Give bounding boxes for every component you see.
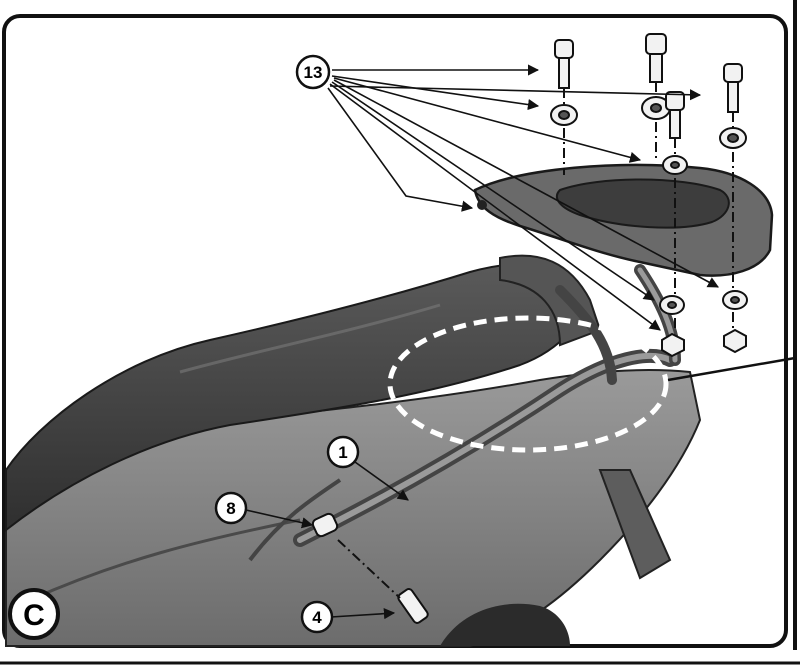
callout-1-circle [326, 435, 360, 469]
callout-13-circle [295, 54, 331, 90]
callout-13-label: 13 [304, 63, 323, 82]
detail-leader-line [667, 356, 796, 382]
callout-13: 13 [295, 54, 719, 331]
detail-highlight-ellipse [387, 315, 669, 453]
callout-8-label: 8 [226, 499, 235, 518]
fairing-crease [29, 518, 301, 602]
callout-4-label: 4 [312, 608, 322, 627]
callout-13-leaders [327, 64, 719, 331]
nut-icon [723, 328, 747, 354]
callout-4-circle [300, 600, 334, 634]
callout-1-leader [354, 461, 409, 501]
panel-letter-badge: C [8, 588, 60, 640]
callout-1-label: 1 [338, 443, 347, 462]
bolt-icon [397, 588, 429, 624]
washer-icon [662, 155, 688, 175]
nut-icon [661, 332, 685, 358]
callout-4: 4 [300, 600, 396, 634]
panel-letter: C [23, 599, 45, 632]
rear-mudguard [598, 469, 672, 580]
washer-icon [550, 104, 578, 126]
bolt-icon [554, 39, 574, 89]
bolt-axis-line [337, 539, 401, 599]
callout-8-circle [214, 491, 248, 525]
callout-8-leader [245, 509, 314, 529]
callout-8: 8 [214, 491, 314, 529]
washer-icon [719, 127, 747, 149]
rear-tyre [440, 603, 570, 646]
panel-letter-circle [8, 588, 60, 640]
callout-4-leader [330, 608, 396, 620]
bolt-icon [645, 33, 667, 83]
rack-plate-opening [555, 178, 730, 229]
bolt-icon [665, 91, 685, 139]
spacer-icon [311, 512, 339, 538]
seat-highlight [179, 303, 441, 374]
washer-icon [659, 295, 685, 315]
motorcycle-illustration [5, 254, 702, 647]
rack-mount-point [477, 200, 487, 210]
tail-cowl [499, 254, 602, 347]
bolt-icon [723, 63, 743, 113]
fairing-edge [248, 478, 342, 562]
hardware-set [311, 33, 748, 624]
callout-1: 1 [326, 435, 409, 501]
washer-icon [722, 290, 748, 310]
